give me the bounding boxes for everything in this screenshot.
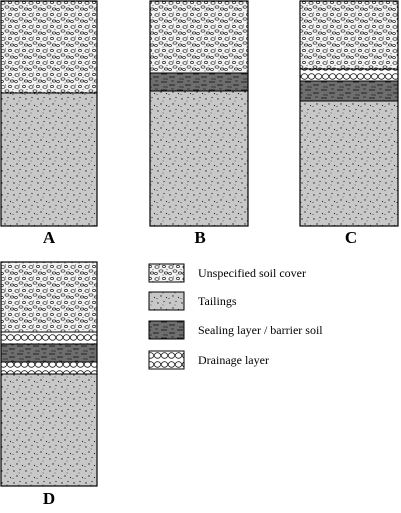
panel-c-cover-layer [299, 0, 399, 70]
panel-c-tailings-layer [299, 100, 399, 227]
panel-b-label: B [194, 228, 205, 247]
legend-item-drainage: Drainage layer [148, 350, 269, 370]
legend-item-sealing: Sealing layer / barrier soil [148, 320, 323, 340]
panel-d-tailings-layer [0, 373, 98, 487]
panel-d-label: D [43, 489, 55, 508]
panel-c [299, 0, 399, 227]
panel-a-cover-layer [0, 0, 98, 94]
panel-d-outline [0, 261, 98, 487]
panel-b-tailings-layer [149, 90, 249, 227]
legend-label-cover: Unspecified soil cover [198, 266, 306, 280]
legend-label-drainage: Drainage layer [198, 353, 269, 367]
legend-label-tailings: Tailings [198, 294, 237, 308]
panel-b-cover-layer [149, 0, 249, 74]
panel-b-outline [149, 0, 249, 227]
panel-b-sealing-layer [149, 72, 249, 92]
panel-b [149, 0, 249, 227]
panel-d-cover-layer [0, 261, 98, 333]
panel-c-label: C [345, 228, 357, 247]
legend-swatch-tailings [148, 291, 185, 311]
panel-d-drainage-layer-upper [0, 331, 98, 345]
panel-d [0, 261, 98, 487]
legend-item-cover: Unspecified soil cover [148, 263, 306, 283]
panel-c-outline [299, 0, 399, 227]
legend-swatch-sealing [148, 320, 185, 340]
panel-a-outline [0, 0, 98, 227]
panel-a [0, 0, 98, 227]
panel-a-tailings-layer [0, 92, 98, 227]
panel-c-drainage-layer [299, 68, 399, 82]
legend: Unspecified soil cover Tailings Sealing … [148, 263, 323, 370]
panel-d-drainage-layer-lower [0, 361, 98, 375]
panel-a-label: A [43, 228, 56, 247]
legend-item-tailings: Tailings [148, 291, 237, 311]
legend-swatch-drainage [148, 350, 185, 370]
panel-d-sealing-layer [0, 343, 98, 363]
legend-swatch-cover [148, 263, 185, 283]
panel-c-sealing-layer [299, 80, 399, 102]
legend-label-sealing: Sealing layer / barrier soil [198, 323, 323, 337]
